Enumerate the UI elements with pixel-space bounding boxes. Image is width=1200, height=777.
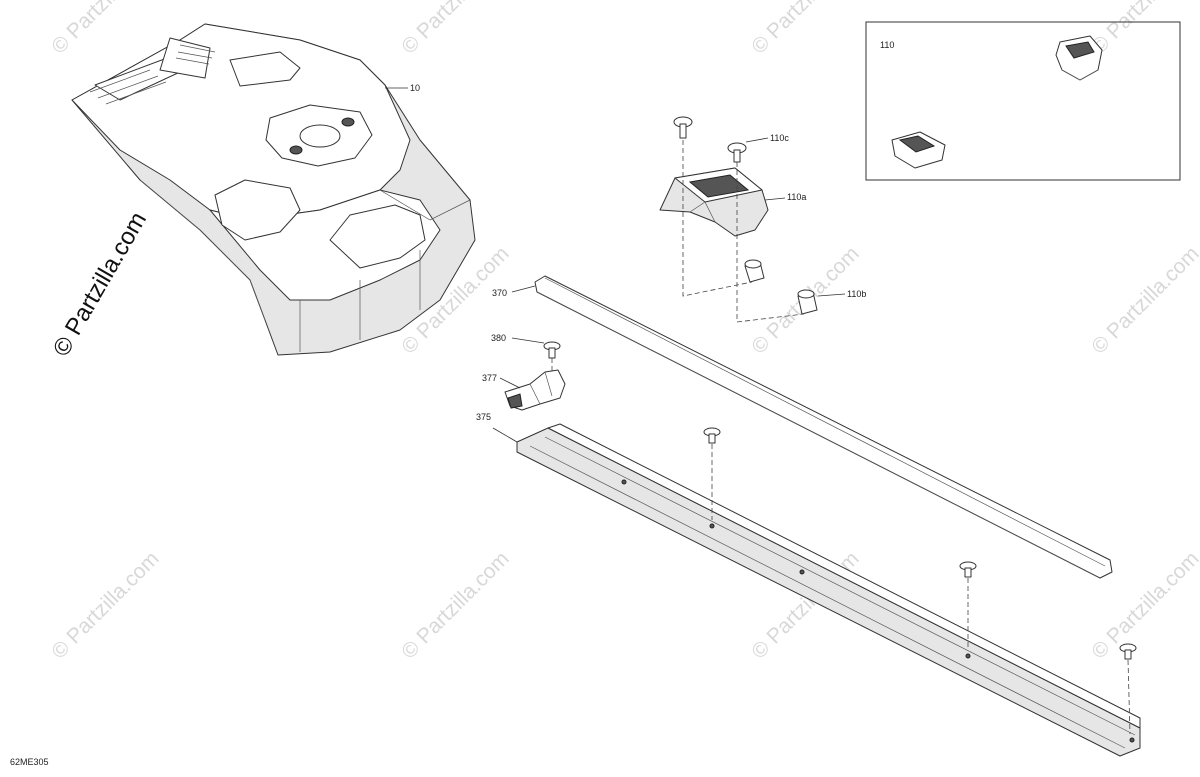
watermark-text: © Partzilla.com	[1087, 0, 1200, 59]
label-part-370: 370	[492, 288, 507, 298]
label-part-110a: 110a	[787, 192, 806, 202]
part-110b-nut-left[interactable]	[744, 259, 765, 283]
part-377-clamp[interactable]	[504, 369, 566, 411]
part-375-channel[interactable]	[516, 423, 1141, 757]
label-part-10: 10	[410, 83, 420, 93]
part-110b-nut-right[interactable]	[797, 289, 818, 315]
watermark-main: © Partzilla.com	[48, 207, 152, 361]
label-part-380: 380	[491, 333, 506, 343]
part-10-hood[interactable]: 10	[71, 23, 476, 356]
part-380-screw[interactable]	[543, 341, 561, 359]
watermark-text: © Partzilla.com	[747, 0, 863, 59]
inset-frame	[865, 21, 1181, 181]
inset-cover-open[interactable]	[1055, 35, 1103, 81]
part-110c-screw-right[interactable]	[727, 142, 747, 163]
watermark-text: © Partzilla.com	[47, 0, 163, 59]
part-110a-bracket[interactable]	[659, 167, 769, 237]
channel-screw-1[interactable]	[703, 427, 721, 444]
channel-screw-3[interactable]	[1119, 643, 1137, 660]
watermark-text: © Partzilla.com	[397, 547, 513, 663]
watermark-text: © Partzilla.com	[397, 0, 513, 59]
label-part-110c: 110c	[770, 133, 789, 143]
label-part-110: 110	[880, 40, 894, 50]
part-110c-screw-left[interactable]	[673, 116, 693, 139]
figure-code: 62ME305	[10, 757, 49, 767]
label-part-377: 377	[482, 373, 497, 383]
watermark-text: © Partzilla.com	[47, 547, 163, 663]
inset-part-110: 110	[865, 21, 1181, 181]
label-part-375: 375	[476, 412, 491, 422]
channel-screw-2[interactable]	[959, 561, 977, 578]
part-370-rail[interactable]	[534, 275, 1113, 579]
watermark-text: © Partzilla.com	[1087, 242, 1200, 358]
label-part-110b: 110b	[847, 289, 866, 299]
inset-cover-closed[interactable]	[891, 131, 946, 169]
